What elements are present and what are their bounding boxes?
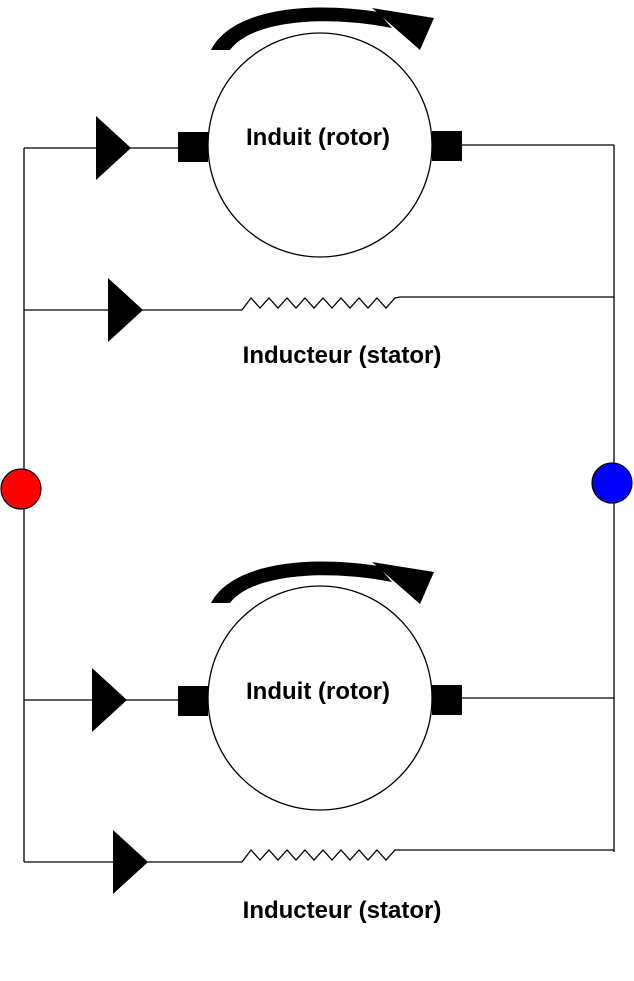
terminal-dot-icon [591,462,633,504]
rotor-circle [207,585,433,811]
rotation-arrowhead-icon [372,562,434,604]
rotation-arrowhead-icon [372,8,434,50]
current-direction-arrow-icon [92,668,127,732]
brush-icon [178,686,208,716]
coil-icon [241,848,400,863]
brush-icon [178,132,208,162]
rotation-arrow-icon [211,7,392,50]
terminal-dot-icon [0,468,42,510]
rotor-label: Induit (rotor) [246,678,390,705]
coil-icon [241,296,401,311]
brush-icon [432,131,462,161]
stator-label: Inducteur (stator) [243,342,442,369]
motor-2: Induit (rotor) Inducteur (stator) [24,561,614,924]
rotor-circle [207,32,433,258]
rotation-arrow-icon [211,561,392,603]
motor-1: Induit (rotor) Inducteur (stator) [24,7,614,369]
current-direction-arrow-icon [113,830,148,894]
current-direction-arrow-icon [108,278,143,342]
rotor-label: Induit (rotor) [246,124,390,151]
current-direction-arrow-icon [96,116,131,180]
stator-label: Inducteur (stator) [243,897,442,924]
brush-icon [432,685,462,715]
